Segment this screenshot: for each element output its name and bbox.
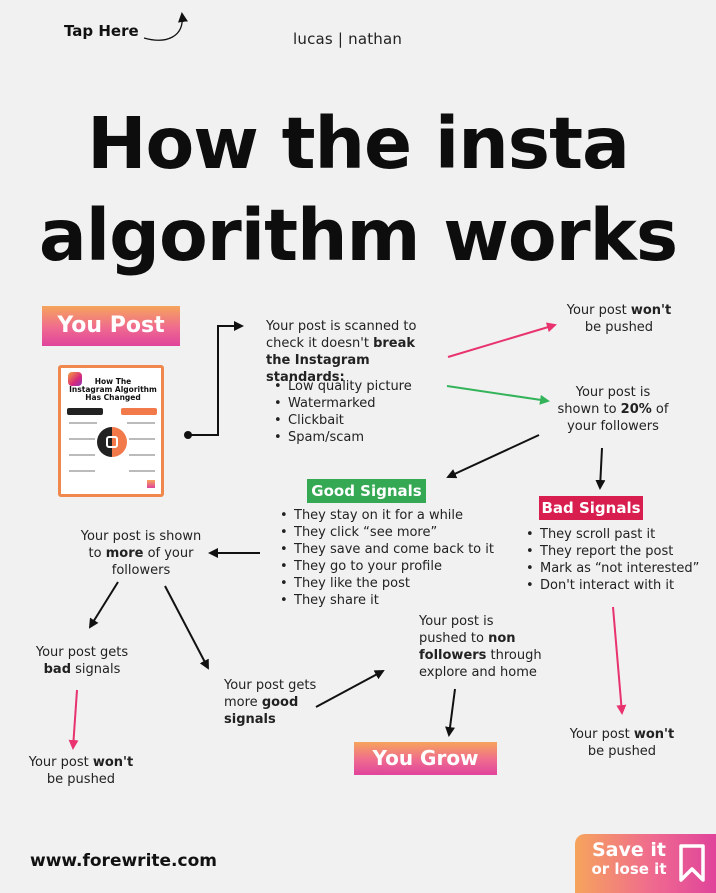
thumbnail-text-line bbox=[69, 454, 95, 456]
save-line: Save it bbox=[592, 839, 666, 861]
list-item: They click “see more” bbox=[280, 524, 510, 541]
list-item: They scroll past it bbox=[526, 526, 714, 543]
thumbnail-title-line: Instagram Algorithm bbox=[69, 385, 157, 394]
save-line: or lose it bbox=[591, 860, 667, 878]
good-signals-list: They stay on it for a while They click “… bbox=[280, 507, 510, 609]
wont-pushed-left: Your post won't be pushed bbox=[26, 754, 136, 788]
tap-here-arrow bbox=[143, 12, 188, 41]
bad-signals-list: They scroll past it They report the post… bbox=[526, 526, 714, 594]
scan-to-20-arrow bbox=[446, 385, 550, 405]
thumbnail-title: How The Instagram Algorithm Has Changed bbox=[65, 378, 161, 402]
gets-bad-text: Your post gets bad signals bbox=[30, 644, 134, 678]
thumbnail-pill bbox=[121, 408, 157, 415]
list-item: Don't interact with it bbox=[526, 577, 714, 594]
to-wont-right-arrow bbox=[612, 606, 627, 715]
thumbnail-title-line: Has Changed bbox=[85, 393, 141, 402]
bookmark-icon bbox=[679, 844, 705, 882]
list-item: They save and come back to it bbox=[280, 541, 510, 558]
brand-name: lucas | nathan bbox=[293, 30, 403, 48]
list-item: Mark as “not interested” bbox=[526, 560, 714, 577]
list-item: They share it bbox=[280, 592, 510, 609]
to-non-followers-arrow bbox=[315, 670, 385, 708]
save-it-text: Save it or lose it bbox=[583, 841, 675, 879]
text-bold: more bbox=[105, 546, 144, 561]
page-title: How the insta algorithm works bbox=[0, 98, 716, 282]
text-part: Your post is shown to bbox=[80, 529, 202, 561]
tap-here-label[interactable]: Tap Here bbox=[64, 22, 139, 40]
to-good-signals-arrow bbox=[446, 434, 540, 479]
text-bold: non followers bbox=[419, 631, 516, 663]
text-part: Your post is pushed to bbox=[419, 614, 494, 646]
thumbnail-text-line bbox=[127, 422, 155, 424]
title-line-2: algorithm works bbox=[38, 194, 678, 277]
text-part: of your followers bbox=[567, 402, 669, 434]
thumbnail-text-line bbox=[69, 470, 95, 472]
thumbnail-graphic bbox=[97, 427, 127, 457]
you-post-label: You Post bbox=[42, 306, 180, 346]
good-signals-label: Good Signals bbox=[307, 479, 426, 503]
list-item: Low quality picture bbox=[274, 378, 444, 395]
text-part: be pushed bbox=[46, 772, 116, 787]
more-good-text: Your post gets more good signals bbox=[224, 677, 324, 728]
save-it-badge[interactable]: Save it or lose it bbox=[575, 834, 716, 893]
text-bold: 20% bbox=[620, 402, 652, 417]
scan-text-pre: Your post is scanned to check it doesn't bbox=[266, 319, 417, 351]
wont-pushed-top: Your post won't be pushed bbox=[560, 302, 678, 336]
text-part: of your followers bbox=[111, 546, 194, 578]
thumbnail-text-line bbox=[69, 438, 95, 440]
text-part: be pushed bbox=[584, 320, 654, 335]
to-bad-signals-arrow bbox=[595, 447, 606, 490]
list-item: They report the post bbox=[526, 543, 714, 560]
text-part: Your post bbox=[569, 727, 634, 742]
to-gets-bad-arrow bbox=[88, 581, 119, 629]
text-bold: won't bbox=[92, 755, 134, 770]
text-part: be pushed bbox=[587, 744, 657, 759]
list-item: Spam/scam bbox=[274, 429, 444, 446]
post-thumbnail: How The Instagram Algorithm Has Changed bbox=[58, 365, 164, 497]
thumbnail-text-line bbox=[129, 438, 155, 440]
non-followers-text: Your post is pushed to non followers thr… bbox=[419, 613, 544, 681]
text-part: through explore and home bbox=[419, 648, 542, 680]
text-bold: won't bbox=[630, 303, 672, 318]
post-to-scan-arrow bbox=[188, 321, 244, 436]
thumbnail-pill bbox=[67, 408, 103, 415]
scan-to-wont-arrow bbox=[447, 322, 557, 358]
text-part: Your post gets bbox=[35, 645, 129, 660]
bad-signals-label: Bad Signals bbox=[539, 496, 643, 520]
list-item: Watermarked bbox=[274, 395, 444, 412]
list-item: Clickbait bbox=[274, 412, 444, 429]
shown-20-text: Your post is shown to 20% of your follow… bbox=[556, 384, 670, 435]
list-item: They like the post bbox=[280, 575, 510, 592]
wont-pushed-right: Your post won't be pushed bbox=[566, 726, 678, 760]
thumbnail-text-line bbox=[129, 470, 155, 472]
scan-text: Your post is scanned to check it doesn't… bbox=[266, 318, 441, 386]
thumbnail-corner-mark bbox=[147, 480, 155, 488]
text-part: Your post gets more bbox=[224, 678, 317, 710]
thumbnail-text-line bbox=[129, 454, 155, 456]
instagram-logo-icon bbox=[68, 372, 82, 386]
text-part: Your post bbox=[28, 755, 93, 770]
text-part: signals bbox=[71, 662, 121, 677]
you-grow-label: You Grow bbox=[354, 742, 497, 775]
text-part: Your post is shown to bbox=[557, 385, 651, 417]
text-bold: bad bbox=[43, 662, 72, 677]
text-bold: good signals bbox=[224, 695, 299, 727]
text-bold: won't bbox=[633, 727, 675, 742]
text-part: Your post bbox=[566, 303, 631, 318]
scan-list: Low quality picture Watermarked Clickbai… bbox=[274, 378, 444, 446]
shown-more-text: Your post is shown to more of your follo… bbox=[80, 528, 202, 579]
list-item: They go to your profile bbox=[280, 558, 510, 575]
to-more-good-arrow bbox=[164, 585, 209, 670]
list-item: They stay on it for a while bbox=[280, 507, 510, 524]
to-you-grow-arrow bbox=[445, 688, 456, 737]
website-link[interactable]: www.forewrite.com bbox=[30, 851, 217, 871]
to-wont-left-arrow bbox=[68, 689, 79, 750]
title-line-1: How the insta bbox=[87, 102, 630, 185]
thumbnail-title-line: How The bbox=[94, 377, 132, 386]
thumbnail-text-line bbox=[69, 422, 97, 424]
